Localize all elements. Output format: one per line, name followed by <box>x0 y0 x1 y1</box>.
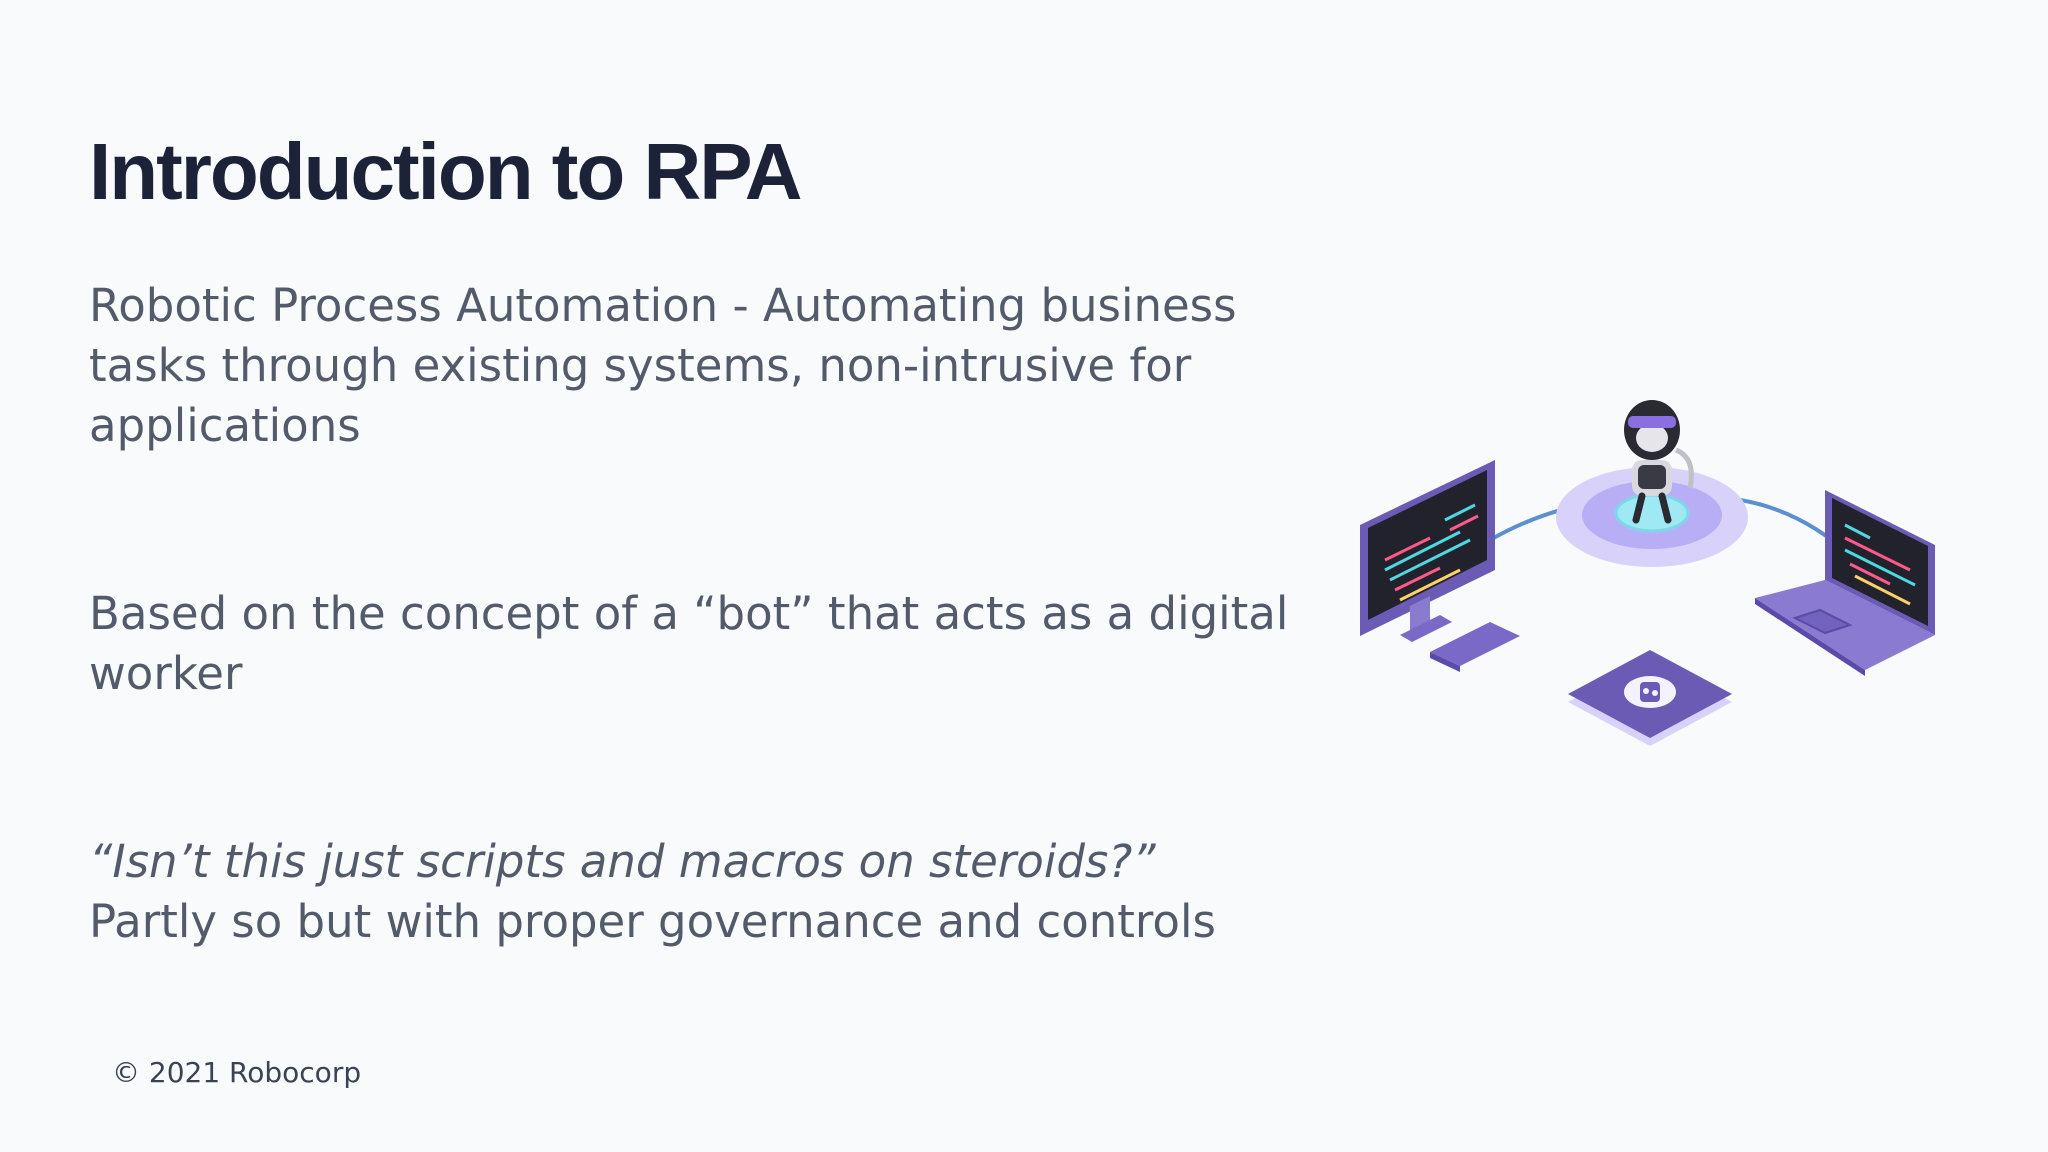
paragraph-scripts-question: “Isn’t this just scripts and macros on s… <box>89 832 1319 952</box>
answer-text: Partly so but with proper governance and… <box>89 895 1216 948</box>
copyright-footer: © 2021 Robocorp <box>112 1056 362 1089</box>
robocorp-logo-tile-icon <box>1568 650 1732 746</box>
robot-monkey-icon <box>1624 400 1694 524</box>
slide-title: Introduction to RPA <box>89 127 802 216</box>
keyboard-icon <box>1430 622 1520 672</box>
quote-text: “Isn’t this just scripts and macros on s… <box>89 835 1156 888</box>
paragraph-rpa-definition: Robotic Process Automation - Automating … <box>89 279 1237 452</box>
laptop-icon <box>1755 490 1935 676</box>
desktop-monitor-icon <box>1360 460 1495 642</box>
rpa-illustration <box>1360 400 1935 746</box>
platform-icon <box>1556 467 1748 567</box>
paragraph-bot-concept: Based on the concept of a “bot” that act… <box>89 587 1289 700</box>
